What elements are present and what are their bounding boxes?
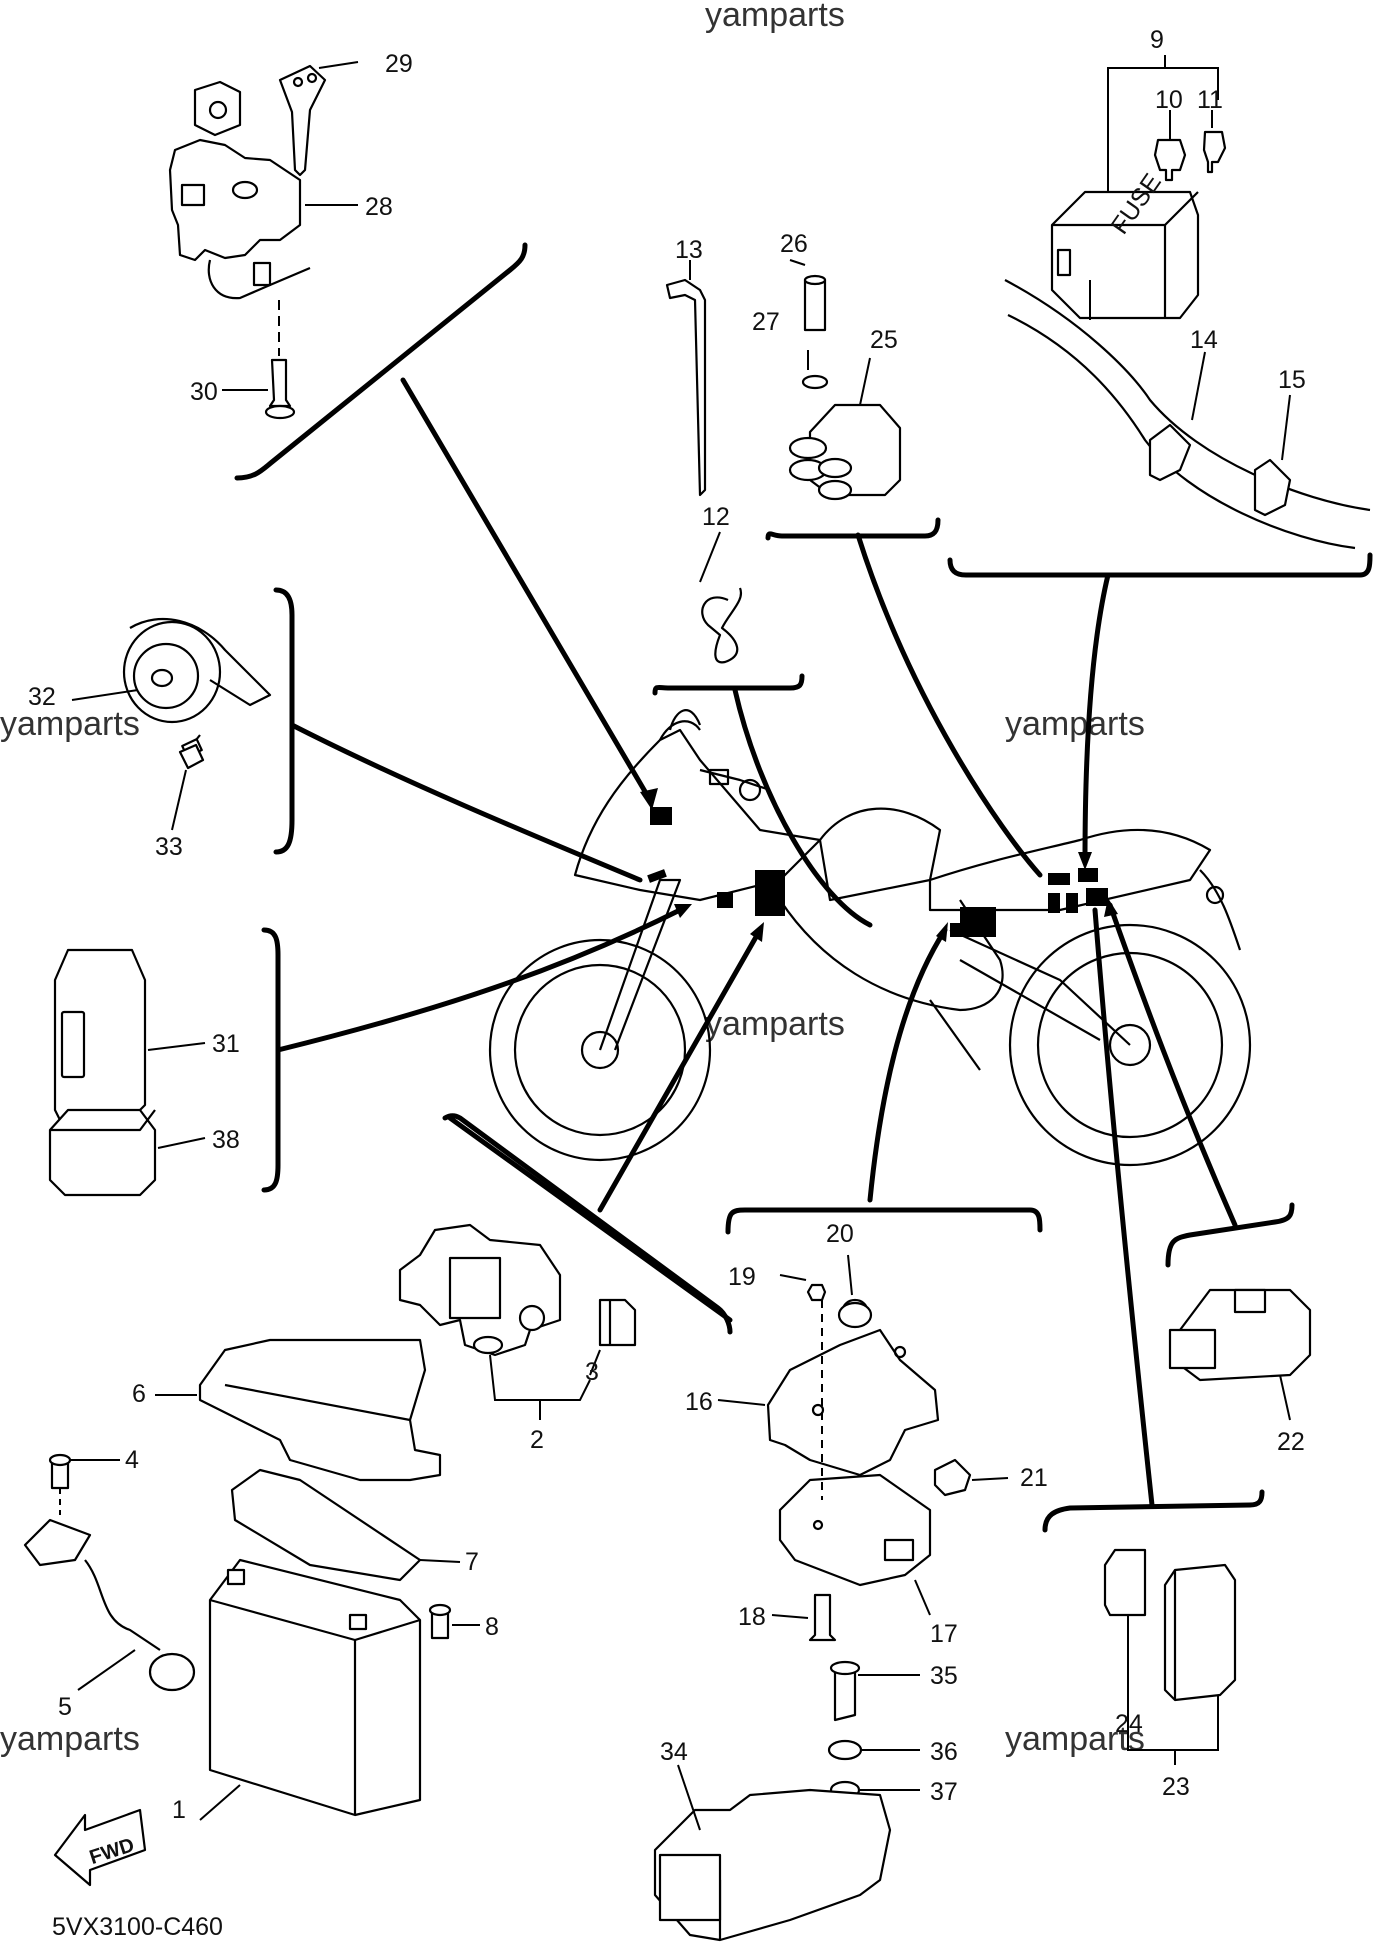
callout-31: 31 (212, 1030, 240, 1058)
callout-18: 18 (738, 1603, 766, 1631)
callout-15: 15 (1278, 366, 1306, 394)
callout-25: 25 (870, 326, 898, 354)
callout-24: 24 (1115, 1710, 1143, 1738)
relay-23 (1163, 1563, 1237, 1702)
watermark-left-lower: yamparts (0, 1720, 140, 1758)
battery-lead-assembly (23, 1453, 480, 1692)
clamp-14 (1148, 423, 1192, 482)
battery-assembly (155, 1338, 461, 1821)
wire-band-and-clip (665, 260, 743, 664)
relay-23-24-assembly (1103, 1548, 1237, 1765)
bolt-26 (803, 278, 827, 332)
ignition-connector-block (650, 807, 672, 825)
callout-1: 1 (172, 1796, 186, 1824)
callout-13: 13 (675, 236, 703, 264)
watermark-center: yamparts (705, 1005, 845, 1043)
fwd-arrow: FWD (53, 1808, 147, 1887)
clamp-21 (933, 1458, 972, 1497)
clamp-15 (1253, 458, 1292, 517)
callout-29: 29 (385, 50, 413, 78)
callout-23: 23 (1162, 1773, 1190, 1801)
callout-11: 11 (1197, 86, 1223, 114)
flasher-relay-22-assembly (1168, 1288, 1312, 1421)
callout-33: 33 (155, 833, 183, 861)
starter-relay-assembly (398, 1223, 637, 1420)
ecu-assembly (717, 1254, 1009, 1642)
battery-band-6 (198, 1338, 442, 1482)
bolt-18 (808, 1593, 837, 1642)
relay-24 (1103, 1548, 1147, 1617)
callout-19: 19 (728, 1263, 756, 1291)
callout-38: 38 (212, 1126, 240, 1154)
ecu-17 (778, 1473, 932, 1587)
fwd-arrow-icon (53, 1808, 147, 1887)
callout-12: 12 (702, 503, 730, 531)
callout-37: 37 (930, 1778, 958, 1806)
callout-22: 22 (1277, 1428, 1305, 1456)
battery-lead-5 (23, 1518, 92, 1567)
clip-12 (701, 587, 743, 664)
main-switch-body (168, 138, 302, 262)
callout-26: 26 (780, 230, 808, 258)
battery-cover-7 (230, 1468, 422, 1582)
wire-band-13 (665, 278, 707, 497)
fuse-box-icon (1050, 190, 1200, 320)
motorcycle-illustration (488, 709, 1252, 1167)
bolt-30 (268, 358, 292, 408)
ecu-bracket-16 (766, 1328, 940, 1477)
callout-9: 9 (1150, 26, 1164, 54)
callout-10: 10 (1155, 86, 1183, 114)
fuse-10 (1153, 138, 1187, 182)
battery-1 (208, 1558, 422, 1817)
callout-35: 35 (930, 1662, 958, 1690)
fuse-3 (598, 1298, 637, 1347)
callout-20: 20 (826, 1220, 854, 1248)
callout-3: 3 (585, 1358, 599, 1386)
fuse-11 (1202, 130, 1227, 174)
battery-block (755, 870, 785, 916)
callout-27: 27 (752, 308, 780, 336)
horn-assembly (71, 617, 272, 831)
callout-16: 16 (685, 1388, 713, 1416)
callout-6: 6 (132, 1380, 146, 1408)
group-brackets (234, 242, 1373, 1533)
watermark-right-lower: yamparts (1005, 1720, 1145, 1758)
callout-5: 5 (58, 1693, 72, 1721)
bolt-19 (806, 1283, 827, 1302)
callout-numbers: 1 2 3 4 5 6 7 8 9 10 11 12 13 14 15 16 1… (28, 26, 1306, 1824)
fuse-box-assembly: FUSE (1004, 55, 1371, 550)
callout-36: 36 (930, 1738, 958, 1766)
washer-27 (801, 374, 829, 390)
diagram-code: 5VX3100-C460 (52, 1913, 223, 1941)
watermark-top: yamparts (705, 0, 845, 34)
callout-7: 7 (465, 1548, 479, 1576)
callout-14: 14 (1190, 326, 1218, 354)
watermark-right-upper: yamparts (1005, 705, 1145, 743)
key-icon (278, 64, 327, 177)
callout-17: 17 (930, 1620, 958, 1648)
relay-cover-38 (48, 1108, 157, 1197)
callout-8: 8 (485, 1613, 499, 1641)
callout-34: 34 (660, 1738, 688, 1766)
callout-30: 30 (190, 378, 218, 406)
relay-31-assembly (48, 948, 206, 1197)
callout-32: 32 (28, 683, 56, 711)
main-switch-assembly (168, 61, 359, 420)
callout-28: 28 (365, 193, 393, 221)
washer-36 (827, 1739, 863, 1761)
callout-2: 2 (530, 1426, 544, 1454)
rectifier-regulator-assembly (653, 1660, 920, 1942)
callout-4: 4 (125, 1446, 139, 1474)
thermo-switch-assembly (788, 259, 902, 501)
group-leader-lines (275, 377, 1238, 1508)
watermark-left-upper: yamparts (0, 705, 140, 743)
callout-21: 21 (1020, 1464, 1048, 1492)
bolt-33 (178, 743, 205, 770)
